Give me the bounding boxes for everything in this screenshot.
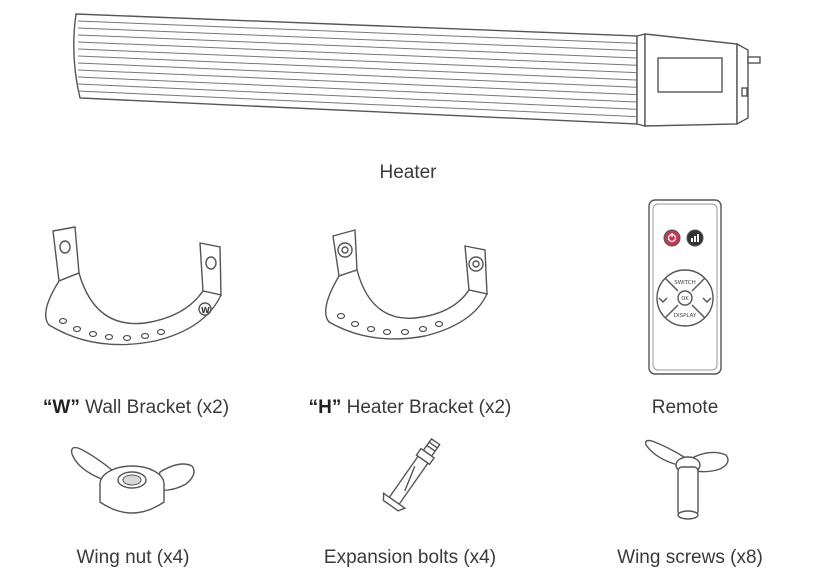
wall-bracket-label: “W” Wall Bracket (x2) (26, 397, 246, 419)
power-button-icon (663, 229, 681, 247)
dpad-display-text: DISPLAY (674, 313, 697, 319)
wing-nut-label: Wing nut (x4) (76, 547, 190, 568)
heater-bracket-label: “H” Heater Bracket (x2) (290, 397, 530, 419)
remote-illustration: SWITCH DISPLAY OK (645, 198, 725, 378)
heater-bracket-prefix: “H” (308, 397, 342, 418)
w-stamp-text: W (201, 306, 210, 315)
wing-screw-illustration (638, 437, 738, 527)
wall-bracket-text: Wall Bracket (x2) (79, 397, 230, 418)
wing-nut-illustration (68, 440, 198, 520)
wall-bracket-prefix: “W” (42, 397, 80, 418)
wall-bracket-illustration: W (35, 225, 245, 355)
wing-screws-label: Wing screws (x8) (617, 547, 763, 568)
heater-illustration (62, 6, 762, 136)
dpad-switch-text: SWITCH (674, 280, 696, 286)
expansion-bolts-label: Expansion bolts (x4) (323, 547, 497, 568)
heater-label: Heater (379, 162, 437, 183)
expansion-bolt-illustration (370, 432, 450, 527)
dpad-center-text: OK (681, 296, 689, 302)
heater-bracket-illustration (315, 228, 505, 348)
heater-bracket-text: Heater Bracket (x2) (341, 397, 512, 418)
remote-label: Remote (651, 397, 719, 418)
